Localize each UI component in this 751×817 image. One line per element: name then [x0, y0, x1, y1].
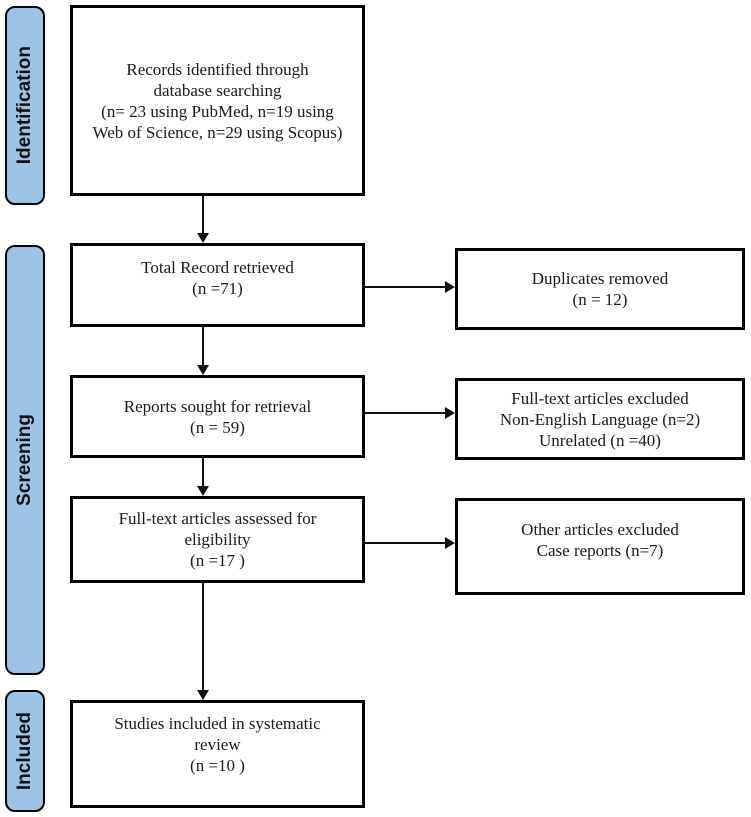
stage-bar-identification: Identification — [5, 6, 45, 205]
arrow-total-to-reports — [197, 327, 209, 375]
arrow-records-to-total — [197, 196, 209, 243]
arrow-reports-to-excluded — [365, 407, 455, 419]
stage-bar-included: Included — [5, 690, 45, 812]
arrow-total-to-duplicates — [365, 281, 455, 293]
box-fulltext-assessed: Full-text articles assessed for eligibil… — [70, 496, 365, 583]
box-duplicates-removed: Duplicates removed (n = 12) — [455, 248, 745, 330]
stage-label-screening: Screening — [14, 414, 35, 506]
box-total-retrieved: Total Record retrieved (n =71) — [70, 243, 365, 327]
box-reports-sought: Reports sought for retrieval (n = 59) — [70, 375, 365, 458]
stage-label-identification: Identification — [14, 46, 35, 165]
stage-label-included: Included — [14, 711, 35, 791]
stage-bar-screening: Screening — [5, 245, 45, 675]
box-studies-included: Studies included in systematic review (n… — [70, 700, 365, 808]
arrow-assessed-to-other-excluded — [365, 537, 455, 549]
box-fulltext-excluded: Full-text articles excluded Non-English … — [455, 378, 745, 460]
box-other-excluded: Other articles excluded Case reports (n=… — [455, 498, 745, 595]
arrow-reports-to-assessed — [197, 458, 209, 496]
arrow-assessed-to-included — [197, 583, 209, 700]
box-records-identified: Records identified through database sear… — [70, 5, 365, 196]
